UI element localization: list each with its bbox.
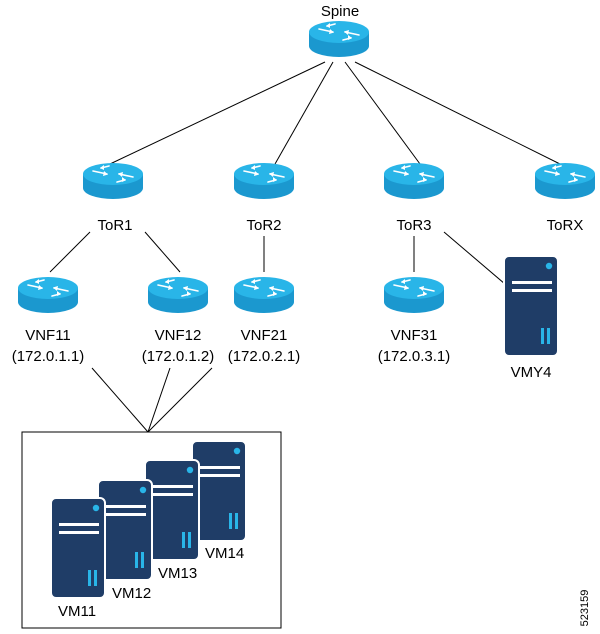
tor2-label: ToR2 [246,217,281,234]
vmy4-node: VMY4 [503,255,559,381]
tor3-node: ToR3 [383,162,445,234]
tor2-router-icon [233,162,295,200]
tor2-node: ToR2 [233,162,295,234]
vnf12-node: VNF12 (172.0.1.2) [142,276,215,365]
vm14-server-icon [191,440,247,542]
vm13-label: VM13 [158,565,197,582]
vm13-server-icon [144,459,200,561]
tor3-router-icon [383,162,445,200]
tor1-node: ToR1 [82,162,144,234]
link-tor1-vnf12 [144,231,181,273]
vnf21-ip: (172.0.2.1) [228,348,301,365]
vm12-server-icon [97,479,153,581]
torx-node: ToRX [534,162,596,234]
vmy4-server-icon [503,255,559,357]
vm-group: VM14 VM13 VM12 VM11 [21,431,282,629]
vm14-label: VM14 [205,545,244,562]
vnf31-ip: (172.0.3.1) [378,348,451,365]
link-vnf21-vmgroup [147,367,213,433]
spine-node: Spine [308,3,370,58]
link-spine-torx [354,61,561,165]
link-spine-tor2 [274,61,334,165]
vnf11-name: VNF11 [25,327,71,344]
link-tor3-vmy4 [443,231,513,291]
tor1-label: ToR1 [97,217,132,234]
spine-router-icon [308,20,370,58]
vnf11-router-icon [17,276,79,314]
link-spine-tor1 [109,61,326,165]
vnf12-ip: (172.0.1.2) [142,348,215,365]
vm-group-box [21,431,282,629]
spine-label: Spine [321,3,359,20]
torx-router-icon [534,162,596,200]
vm11-label: VM11 [58,603,96,620]
vnf31-node: VNF31 (172.0.3.1) [378,276,451,365]
vnf21-name: VNF21 [241,327,288,344]
links [49,61,561,433]
vnf11-node: VNF11 (172.0.1.1) [12,276,85,365]
link-vnf11-vmgroup [91,367,149,433]
link-spine-tor3 [344,61,421,165]
vnf11-ip: (172.0.1.1) [12,348,85,365]
tor3-label: ToR3 [396,217,431,234]
vm12-label: VM12 [112,585,151,602]
vnf31-name: VNF31 [391,327,438,344]
tor1-router-icon [82,162,144,200]
vnf12-router-icon [147,276,209,314]
torx-label: ToRX [547,217,584,234]
vmy4-label: VMY4 [511,364,552,381]
vnf31-router-icon [383,276,445,314]
vm11-server-icon [50,497,106,599]
link-tor1-vnf11 [49,231,91,273]
vnf21-node: VNF21 (172.0.2.1) [228,276,301,365]
figure-id: 523159 [579,590,591,627]
vnf12-name: VNF12 [155,327,202,344]
vnf21-router-icon [233,276,295,314]
link-vnf12-vmgroup [147,367,171,433]
